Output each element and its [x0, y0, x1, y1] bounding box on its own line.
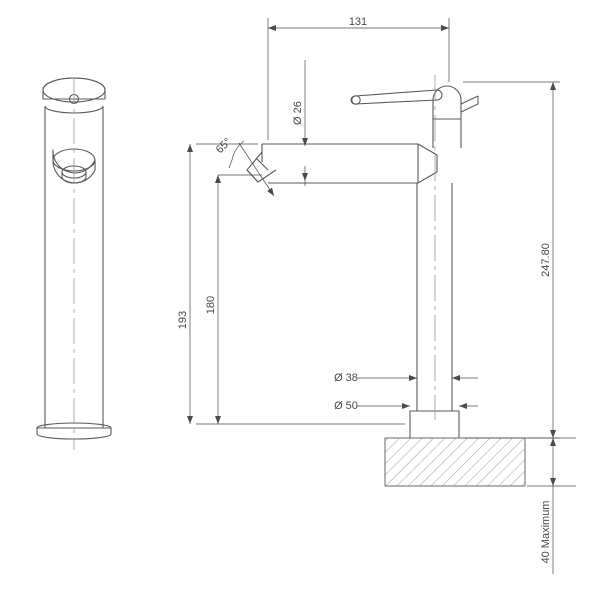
dimension-label-spout-height-lower: 180: [205, 296, 217, 314]
dimension-handle-angle: [228, 140, 275, 197]
aerator-nozzle: [246, 151, 277, 183]
lever-handle: [350, 89, 443, 105]
side-base-flange: [409, 410, 460, 439]
spout-arm: [261, 143, 438, 184]
dimension-label-spout-height-upper: 193: [177, 311, 189, 329]
dimension-label-body-diameter: Ø 38: [334, 372, 358, 384]
dimension-label-max-bench-thickness: 40 Maximum: [540, 501, 552, 564]
dimension-spout-reach: [267, 18, 450, 140]
dimension-label-spout-reach: 131: [349, 16, 367, 28]
handle-cartridge: [432, 85, 479, 148]
dimension-max-bench-thickness: [527, 437, 576, 574]
side-body-column: [416, 183, 453, 411]
dimension-label-base-diameter: Ø 50: [334, 400, 358, 412]
front-elevation-view: [36, 77, 112, 450]
dimension-label-handle-angle: 65°: [214, 136, 234, 156]
side-elevation-view: [246, 75, 526, 487]
dimension-label-overall-height: 247.80: [540, 243, 552, 277]
dimension-spout-height-lower: [215, 174, 262, 424]
dimension-spout-height-upper: [187, 143, 405, 425]
dimension-label-outlet-diameter: Ø 26: [292, 101, 304, 125]
bench-top-hatched-block: [384, 437, 526, 487]
